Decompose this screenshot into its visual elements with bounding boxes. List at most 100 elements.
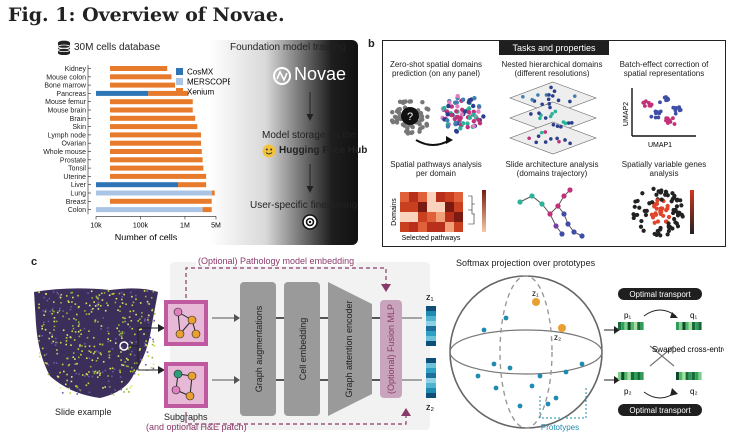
bar-xenium (110, 149, 202, 154)
slide-speck (129, 340, 132, 343)
cell-dot (642, 208, 647, 214)
cell-dot (466, 106, 472, 111)
optimal-transport-block: Optimal transport p₁ q₁ Swapped cross-en… (604, 288, 724, 416)
cell-dot (550, 112, 554, 116)
slide-speck (43, 321, 45, 324)
cell-dot (549, 85, 553, 90)
cell-dot (656, 231, 661, 236)
cell-dot (543, 116, 548, 120)
legend-label: CosMX (187, 68, 214, 77)
cell-dot (659, 188, 664, 193)
heatmap-cell (409, 212, 418, 222)
slide-speck (96, 376, 99, 378)
slide-speck (114, 338, 117, 340)
cell-dot (405, 131, 411, 136)
distribution-cell (634, 322, 638, 330)
slide-speck (53, 329, 55, 331)
cell-dot (670, 191, 675, 196)
distribution-cell (624, 372, 628, 380)
slide-speck (120, 359, 122, 361)
heatmap-cell (454, 212, 463, 222)
slide-speck (65, 295, 68, 297)
umap-x-label: UMAP1 (648, 142, 672, 149)
cell-dot (471, 103, 476, 109)
slide-speck (119, 305, 121, 308)
slide-speck (118, 292, 121, 295)
umap-point (642, 104, 647, 108)
cell-dot (546, 97, 551, 102)
slide-speck (56, 311, 59, 314)
slide-speck (68, 318, 70, 320)
slide-speck (47, 320, 50, 323)
cell-dot (396, 107, 401, 112)
slide-speck (121, 302, 124, 304)
umap-point (653, 111, 658, 116)
slide-speck (88, 345, 91, 347)
slide-speck (121, 331, 124, 333)
slide-speck (131, 341, 133, 344)
distribution-cell (692, 322, 696, 330)
slide-speck (127, 365, 129, 368)
cell-dot (572, 94, 577, 98)
trajectory-node (539, 201, 545, 207)
slide-speck (73, 339, 76, 341)
task-label: Batch-effect correction of spatial repre… (619, 60, 709, 78)
slide-speck (80, 353, 82, 356)
heatmap-cell (445, 202, 454, 212)
cell-dot (665, 232, 670, 237)
cell-dot (455, 104, 460, 109)
slide-speck (91, 359, 94, 362)
storage-label: Model storage on the (262, 130, 356, 141)
slide-speck (73, 369, 76, 372)
slide-speck (137, 373, 140, 376)
slide-speck (85, 313, 88, 316)
slide-speck (38, 355, 41, 358)
slide-speck (107, 332, 110, 335)
slide-speck (105, 302, 108, 304)
slide-speck (129, 370, 132, 373)
slide-speck (125, 357, 128, 360)
distribution-cell (627, 372, 631, 380)
cell-dot (638, 224, 644, 229)
cell-dot (459, 112, 464, 117)
cell-dot (643, 212, 649, 218)
slide-speck (123, 293, 125, 296)
slide-speck (147, 302, 149, 305)
slide-speck (121, 295, 124, 298)
bar-xenium (110, 124, 198, 130)
cell-dot (424, 123, 430, 128)
cell-dot (425, 114, 430, 120)
slide-speck (100, 325, 103, 327)
stage-label: Graph augmentations (254, 305, 264, 392)
slide-speck (75, 385, 78, 388)
embedding-cell (426, 331, 436, 336)
slide-speck (73, 317, 75, 320)
slide-speck (101, 343, 104, 346)
cell-dot (661, 213, 666, 218)
zero-shot-domains-illustration: ? (389, 93, 486, 146)
category-label: Whole mouse (43, 149, 86, 156)
slide-speck (55, 362, 58, 365)
slide-speck (72, 327, 75, 330)
slide-speck (114, 342, 117, 344)
slide-speck (65, 340, 68, 342)
slide-speck (60, 293, 63, 296)
slide-speck (51, 333, 54, 336)
cell-dot (534, 140, 539, 145)
slide-speck (56, 341, 59, 344)
slide-speck (44, 310, 47, 313)
cell-dot (652, 231, 657, 237)
prototype-point (475, 373, 481, 379)
slide-speck (145, 363, 147, 366)
category-label: Prostate (60, 157, 86, 164)
slide-speck (107, 304, 109, 307)
slide-speck (152, 290, 155, 293)
slide-speck (96, 372, 99, 374)
variable-genes-illustration (631, 186, 694, 238)
novae-logo-text: Novae (294, 64, 347, 84)
slide-speck (56, 291, 59, 294)
cell-dot (550, 94, 555, 98)
slide-speck (120, 298, 123, 301)
slide-speck (95, 295, 98, 298)
slide-speck (120, 291, 123, 294)
